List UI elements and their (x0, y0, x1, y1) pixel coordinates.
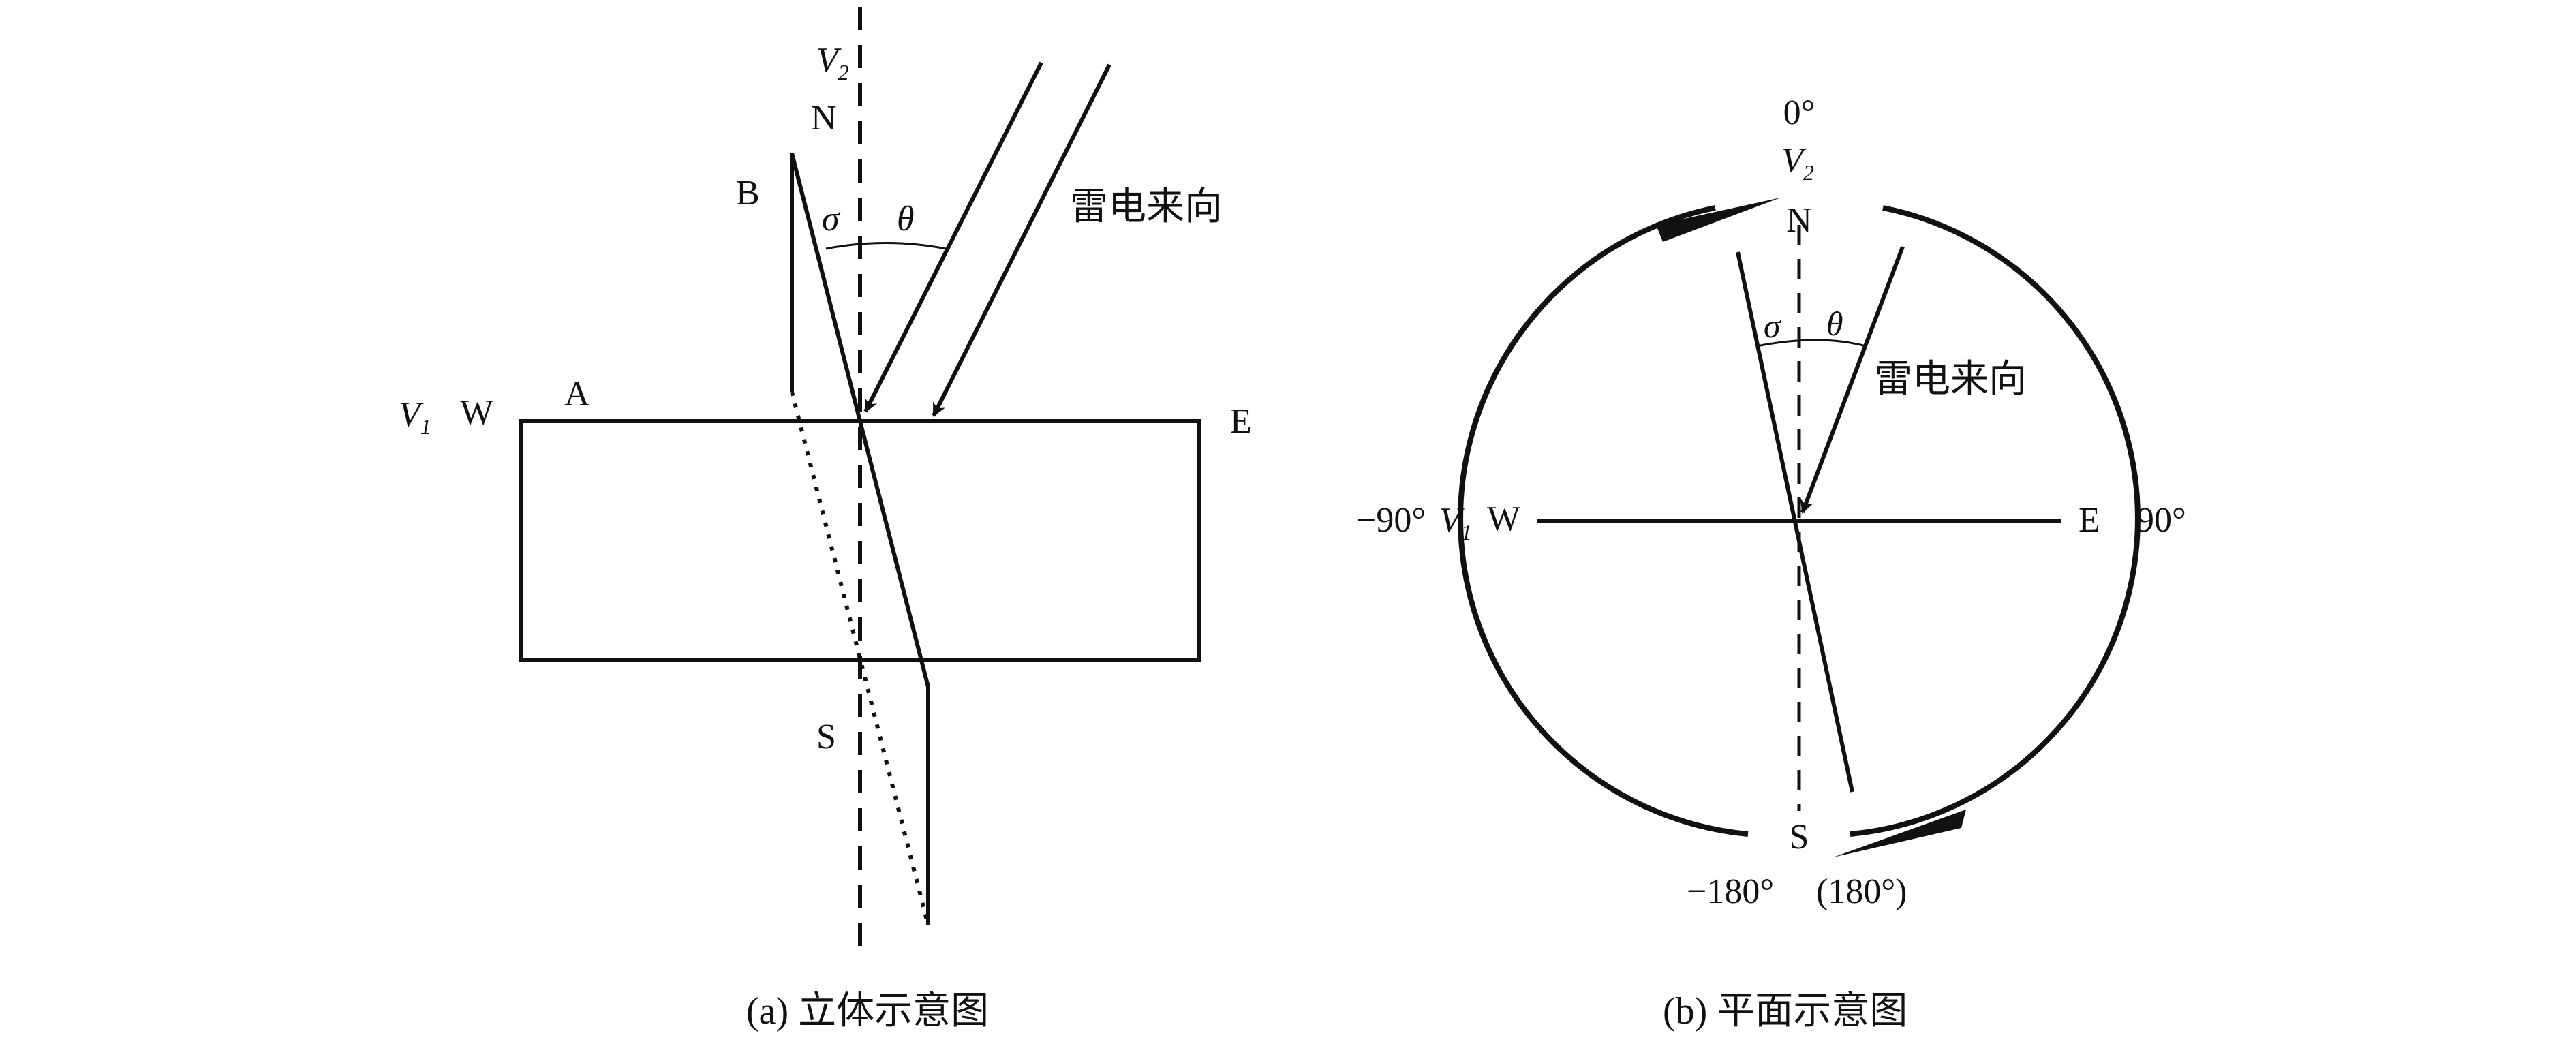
label-sigma: σ (1764, 307, 1782, 345)
label-v1: V1 (399, 395, 431, 439)
label-lightning: 雷电来向 (1070, 186, 1223, 228)
label-theta: θ (1826, 305, 1843, 343)
panel-a: V1 W A E B N V2 S σ θ 雷电来向 (a) 立体示意图 (399, 7, 1252, 1032)
label-theta: θ (897, 200, 915, 239)
angle-arc (825, 242, 947, 250)
plane-line (1736, 251, 1854, 793)
label-minus180: −180° (1687, 872, 1774, 911)
circle-arc-left (1458, 205, 1749, 837)
plane-b-solid-edge (790, 153, 930, 925)
label-0deg: 0° (1783, 93, 1815, 132)
label-n: N (1786, 201, 1812, 240)
label-180: (180°) (1816, 872, 1907, 911)
rotation-arrow-top (1656, 198, 1781, 242)
label-v2: V2 (816, 41, 849, 84)
lightning-arrow (1800, 245, 1905, 514)
label-v2: V2 (1781, 141, 1814, 185)
label-w: W (1487, 499, 1520, 538)
circle-arc-right (1850, 205, 2141, 837)
angle-arc (1756, 339, 1867, 348)
lightning-arrow-2 (932, 63, 1111, 417)
label-lightning: 雷电来向 (1874, 358, 2027, 401)
label-v1: V1 (1439, 501, 1472, 544)
label-e: E (1230, 402, 1252, 441)
label-a: A (564, 375, 590, 414)
label-w: W (460, 393, 493, 432)
label-90: 90° (2136, 501, 2186, 540)
rotation-arrow-bottom (1833, 810, 1966, 857)
label-e: E (2079, 501, 2100, 540)
label-s: S (816, 718, 836, 756)
panel-b: 0° V2 N σ θ 雷电来向 −90° V1 W E 90° S −180°… (1356, 93, 2186, 1032)
label-b: B (736, 174, 760, 213)
label-s: S (1790, 818, 1809, 857)
lightning-arrow-1 (863, 61, 1043, 413)
label-n: N (811, 99, 837, 138)
caption-a: (a) 立体示意图 (746, 990, 989, 1032)
label-sigma: σ (822, 200, 841, 239)
caption-b: (b) 平面示意图 (1663, 990, 1907, 1032)
label-minus90: −90° (1356, 501, 1426, 540)
